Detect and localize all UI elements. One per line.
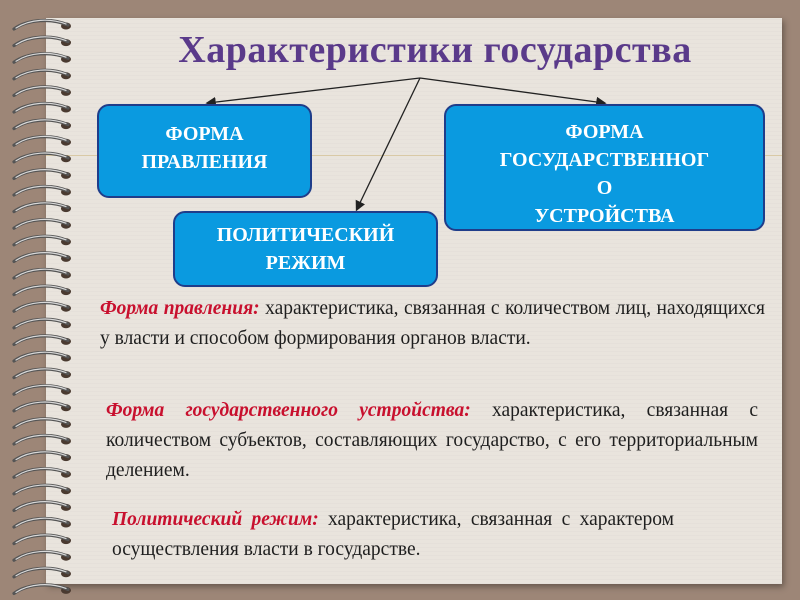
box-forma-ustroistva-line-2: ГОСУДАРСТВЕННОГ — [500, 146, 709, 174]
spiral-coil — [14, 286, 71, 295]
definition-politicheskiy-rezhim: Политический режим: характеристика, связ… — [112, 505, 674, 565]
box-forma-pravleniya: ФОРМА ПРАВЛЕНИЯ — [97, 104, 312, 198]
spiral-coil — [14, 302, 71, 311]
spiral-coil — [14, 518, 71, 527]
page-title: Характеристики государства — [90, 28, 780, 72]
box-politicheskiy-rezhim: ПОЛИТИЧЕСКИЙ РЕЖИМ — [173, 211, 438, 287]
box-forma-pravleniya-line-1: ФОРМА — [165, 120, 243, 148]
spiral-coil — [14, 153, 71, 162]
spiral-coil — [14, 236, 71, 245]
spiral-coil — [14, 269, 71, 278]
spiral-coil — [14, 20, 71, 29]
spiral-coil — [14, 485, 71, 494]
box-forma-ustroistva: ФОРМА ГОСУДАРСТВЕННОГ О УСТРОЙСТВА — [444, 104, 765, 231]
spiral-coil — [14, 170, 71, 179]
spiral-coil — [14, 53, 71, 62]
spiral-coil — [14, 369, 71, 378]
spiral-coil — [14, 103, 71, 112]
definition-term: Форма правления: — [100, 298, 260, 319]
spiral-coil — [14, 70, 71, 79]
spiral-coil — [14, 402, 71, 411]
spiral-coil — [14, 435, 71, 444]
spiral-coil — [14, 568, 71, 577]
spiral-coil — [14, 120, 71, 129]
box-forma-ustroistva-line-1: ФОРМА — [565, 118, 643, 146]
spiral-coil — [14, 186, 71, 195]
spiral-coil — [14, 551, 71, 560]
definition-forma-pravleniya: Форма правления: характеристика, связанн… — [100, 294, 765, 354]
spiral-coil — [14, 352, 71, 361]
definition-forma-ustroistva: Форма государственного устройства: харак… — [106, 396, 758, 486]
spiral-coil — [14, 419, 71, 428]
spiral-binding — [0, 0, 90, 600]
box-forma-ustroistva-line-3: О — [597, 174, 613, 202]
spiral-coil — [14, 336, 71, 345]
definition-term: Политический режим: — [112, 509, 319, 530]
spiral-coil — [14, 535, 71, 544]
spiral-coil — [14, 502, 71, 511]
box-politicheskiy-rezhim-line-1: ПОЛИТИЧЕСКИЙ — [217, 221, 395, 249]
spiral-coil — [14, 585, 71, 594]
spiral-coil — [14, 385, 71, 394]
spiral-coil — [14, 203, 71, 212]
spiral-coil — [14, 219, 71, 228]
box-forma-ustroistva-line-4: УСТРОЙСТВА — [535, 202, 675, 230]
box-forma-pravleniya-line-2: ПРАВЛЕНИЯ — [141, 148, 267, 176]
spiral-coil — [14, 468, 71, 477]
spiral-coil — [14, 87, 71, 96]
spiral-coil — [14, 37, 71, 46]
spiral-coil — [14, 452, 71, 461]
box-politicheskiy-rezhim-line-2: РЕЖИМ — [266, 249, 346, 277]
spiral-coil — [14, 136, 71, 145]
definition-term: Форма государственного устройства: — [106, 400, 471, 421]
spiral-coil — [14, 319, 71, 328]
spiral-coil — [14, 253, 71, 262]
